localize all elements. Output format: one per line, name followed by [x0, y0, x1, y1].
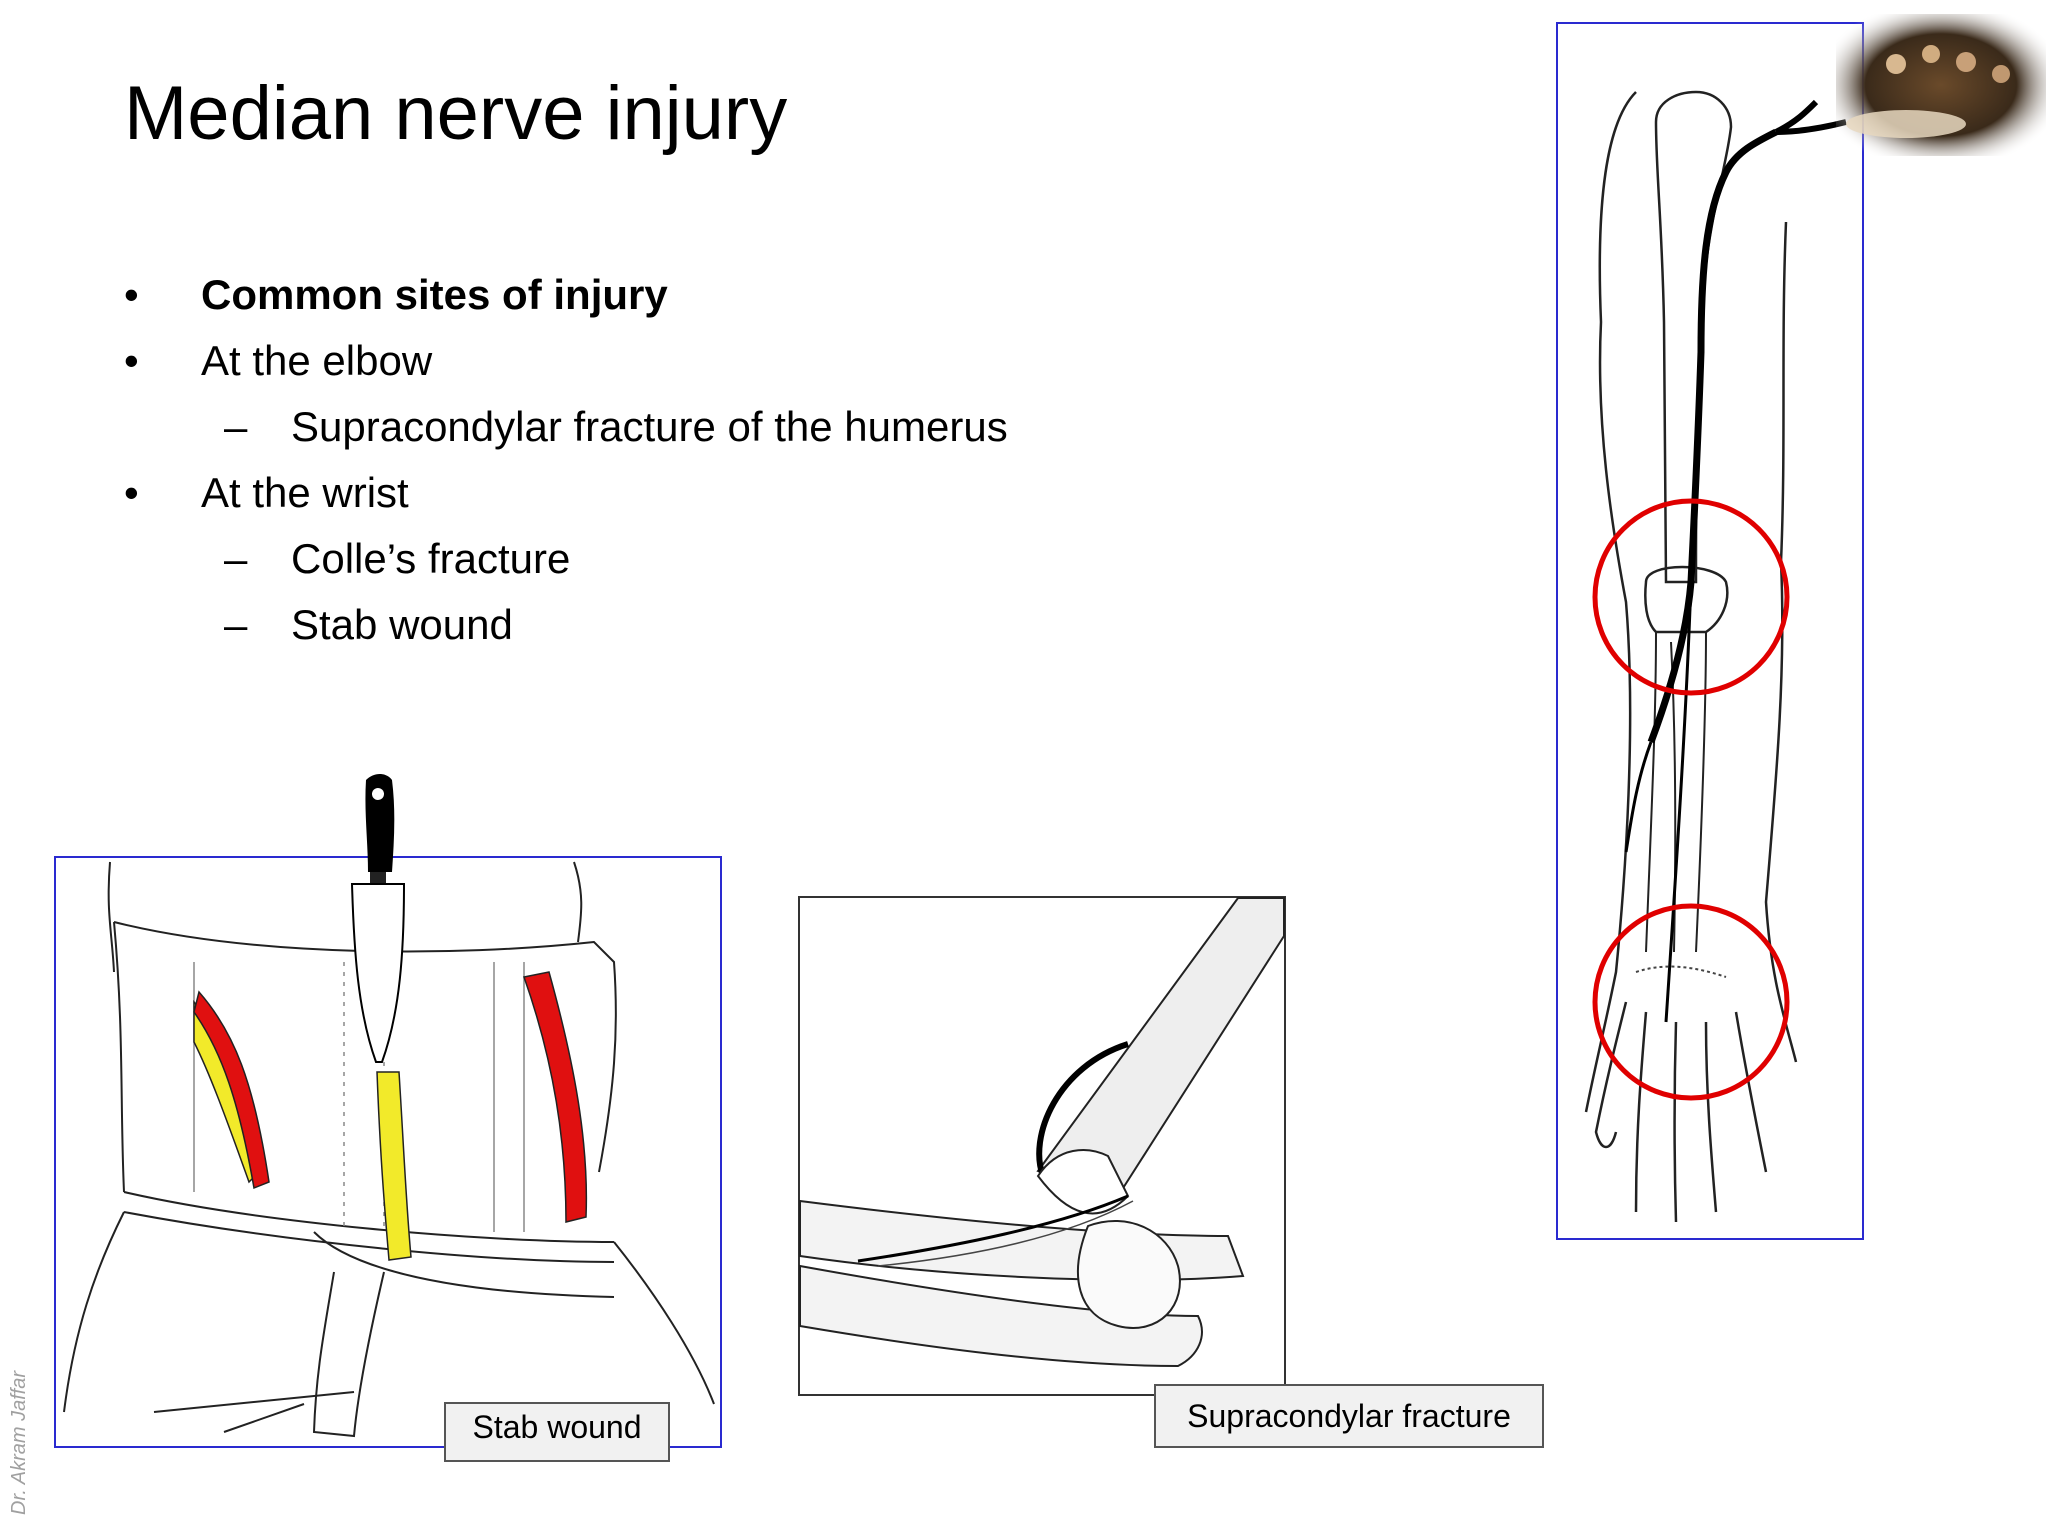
stab-wound-caption: Stab wound [444, 1402, 670, 1462]
bullet-item: • At the elbow [124, 328, 1424, 394]
sub-bullet-text: Colle’s fracture [291, 535, 571, 582]
arm-figure [1556, 22, 1864, 1240]
knife-icon [350, 774, 406, 1063]
arm-nerve-diagram [1556, 22, 1864, 1240]
bullet-marker: • [124, 271, 139, 318]
author-watermark: Dr. Akram Jaffar [8, 1370, 30, 1515]
dash-marker: – [224, 601, 248, 648]
elbow-fracture-illustration [798, 896, 1286, 1396]
bullet-item: • At the wrist [124, 460, 1424, 526]
supracondylar-figure: Supracondylar fracture [798, 896, 1544, 1452]
sub-bullet-text: Stab wound [291, 601, 513, 648]
dash-marker: – [224, 535, 248, 582]
bullet-text: At the elbow [201, 337, 433, 384]
sub-bullet-item: – Colle’s fracture [124, 526, 1424, 592]
bullet-item: • Common sites of injury [124, 262, 1424, 328]
bullet-marker: • [124, 337, 139, 384]
slide-title: Median nerve injury [124, 71, 788, 156]
sub-bullet-item: – Supracondylar fracture of the humerus [124, 394, 1424, 460]
bullet-marker: • [124, 469, 139, 516]
stab-wound-figure: Stab wound [54, 772, 722, 1462]
bullet-list: • Common sites of injury • At the elbow … [124, 262, 1424, 658]
corner-painting-decoration [1836, 14, 2046, 156]
dash-marker: – [224, 403, 248, 450]
bullet-text: Common sites of injury [201, 271, 668, 318]
sub-bullet-text: Supracondylar fracture of the humerus [291, 403, 1008, 450]
supracondylar-caption: Supracondylar fracture [1154, 1384, 1544, 1448]
sub-bullet-item: – Stab wound [124, 592, 1424, 658]
bullet-text: At the wrist [201, 469, 409, 516]
